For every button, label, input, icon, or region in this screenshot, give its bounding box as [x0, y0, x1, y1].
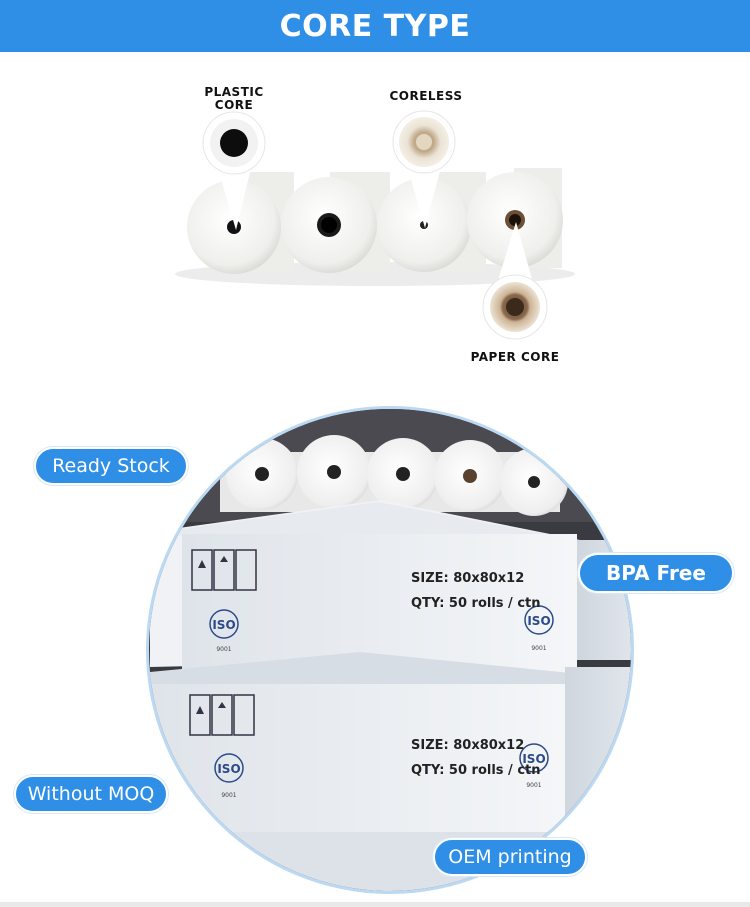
- box-qty-upper: QTY: 50 rolls / ctn: [411, 596, 541, 611]
- coreless-label: CORELESS: [389, 89, 463, 103]
- box-size-lower: SIZE: 80x80x12: [411, 738, 524, 753]
- section-header: CORE TYPE: [0, 0, 750, 52]
- iso-number-lower-left: 9001: [221, 792, 236, 799]
- iso-number-lower-right: 9001: [526, 782, 541, 789]
- oem-printing-badge: OEM printing: [433, 838, 587, 876]
- box-qty-lower: QTY: 50 rolls / ctn: [411, 763, 541, 778]
- product-photo: ISO 9001 ISO 9001 ISO 9001 ISO 9001 SIZE…: [146, 406, 634, 894]
- iso-number-upper-left: 9001: [216, 646, 231, 653]
- lower-box: [150, 672, 565, 832]
- bpa-free-badge: BPA Free: [578, 553, 734, 593]
- iso-mark-lower-left: ISO: [217, 762, 240, 776]
- paper-core-label: PAPER CORE: [470, 350, 560, 364]
- core-type-illustration: PLASTIC CORE CORELESS PAPER CORE: [0, 52, 750, 392]
- iso-mark-lower-right: ISO: [522, 752, 545, 766]
- plastic-core-label: PLASTIC CORE: [204, 85, 264, 112]
- ready-stock-badge: Ready Stock: [34, 447, 188, 485]
- without-moq-badge: Without MOQ: [14, 775, 168, 813]
- iso-number-upper-right: 9001: [531, 645, 546, 652]
- iso-mark-upper-left: ISO: [212, 618, 235, 632]
- iso-mark-upper-right: ISO: [527, 614, 550, 628]
- section-title: CORE TYPE: [279, 8, 471, 44]
- rolls-graphic: [175, 110, 575, 340]
- box-size-upper: SIZE: 80x80x12: [411, 571, 524, 586]
- bottom-divider: [0, 902, 750, 907]
